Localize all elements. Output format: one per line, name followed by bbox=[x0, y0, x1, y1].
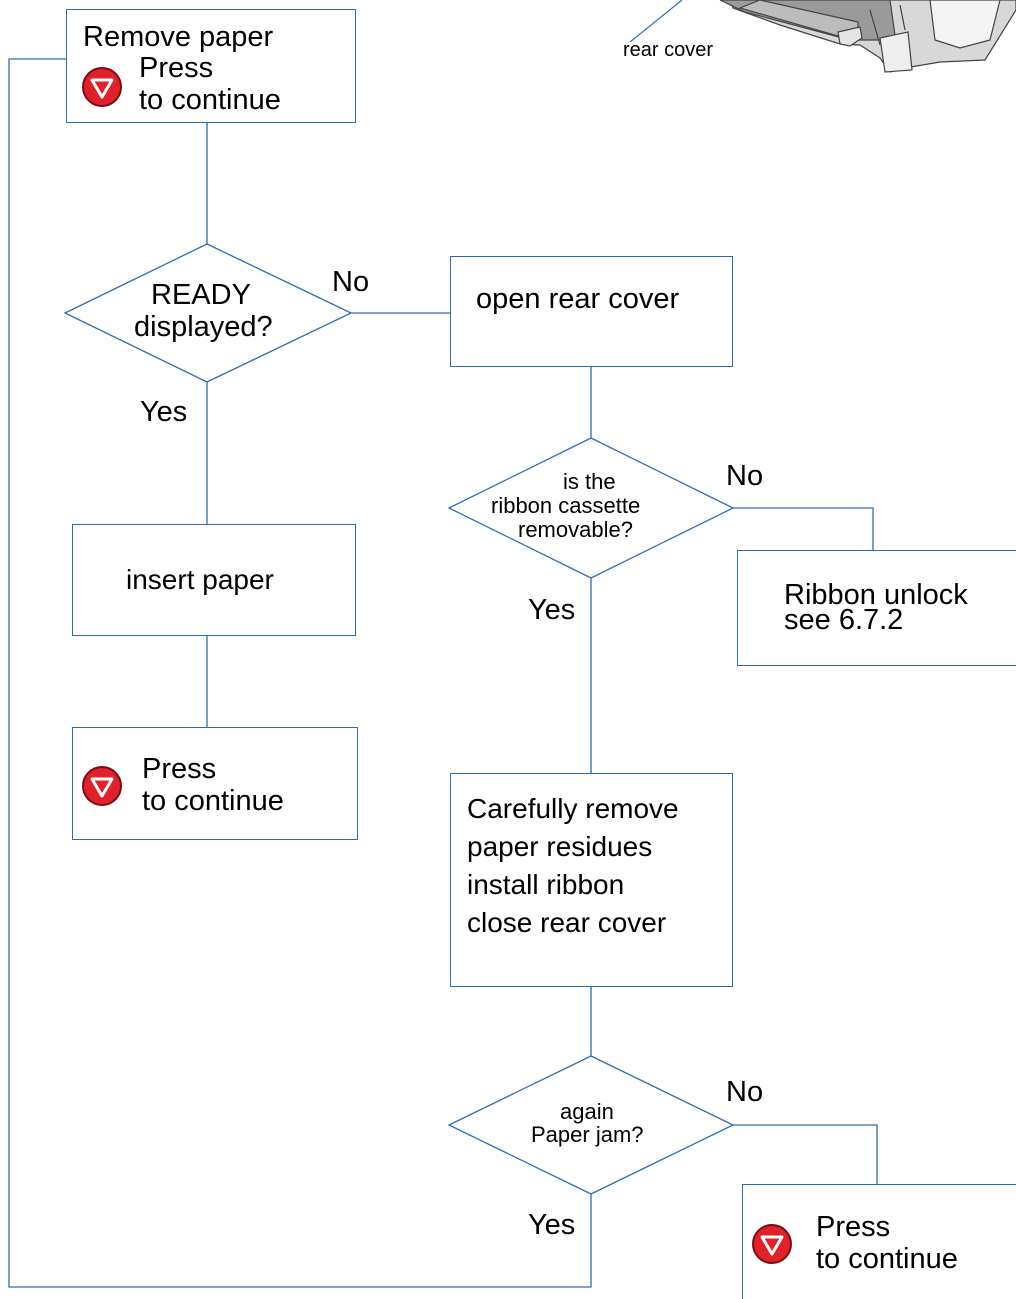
ready-decision-shape bbox=[63, 243, 353, 383]
ribbon-yes-label: Yes bbox=[528, 594, 576, 626]
remove-paper-press: Press bbox=[139, 52, 214, 84]
ribbon-decision-line3: removable? bbox=[518, 517, 633, 542]
press-continue-left-node: Press to continue bbox=[72, 727, 358, 840]
ready-yes-label: Yes bbox=[140, 396, 188, 428]
edge-jam-yes-loop bbox=[8, 58, 592, 1288]
jam-decision-shape bbox=[447, 1055, 735, 1195]
remove-paper-title: Remove paper bbox=[83, 21, 274, 53]
rear-cover-label: rear cover bbox=[623, 39, 714, 61]
jam-decision-line2: Paper jam? bbox=[531, 1122, 644, 1147]
press-continue-left-press: Press bbox=[142, 753, 217, 785]
remove-paper-node: Remove paper Press to continue bbox=[66, 9, 356, 123]
continue-button-icon bbox=[82, 766, 122, 806]
remove-paper-continue: to continue bbox=[139, 84, 281, 116]
jam-yes-label: Yes bbox=[528, 1209, 576, 1241]
continue-button-icon bbox=[82, 67, 122, 107]
ribbon-unlock-node: Ribbon unlock see 6.7.2 bbox=[737, 550, 1016, 666]
open-rear-cover-node: open rear cover bbox=[450, 256, 733, 367]
jam-decision-line1: again bbox=[560, 1099, 614, 1124]
insert-paper-node: insert paper bbox=[72, 524, 356, 636]
continue-button-icon bbox=[752, 1224, 792, 1264]
edge-ribbon-no bbox=[733, 507, 874, 550]
press-continue-right-node: Press to continue bbox=[742, 1184, 1016, 1299]
ribbon-unlock-line2: see 6.7.2 bbox=[784, 604, 904, 636]
ribbon-no-label: No bbox=[726, 460, 764, 492]
remove-residues-node: Carefully remove paper residues install … bbox=[450, 773, 733, 987]
press-continue-right-continue: to continue bbox=[816, 1243, 958, 1275]
ready-decision-line1: READY bbox=[151, 279, 251, 311]
remove-residues-line1: Carefully remove bbox=[467, 793, 679, 824]
remove-residues-line2: paper residues bbox=[467, 831, 653, 862]
remove-residues-line3: install ribbon bbox=[467, 869, 625, 900]
printer-rear-cover-illustration bbox=[719, 0, 1016, 73]
ready-no-label: No bbox=[332, 266, 370, 298]
insert-paper-label: insert paper bbox=[126, 564, 274, 595]
ribbon-decision-shape bbox=[447, 437, 735, 579]
ready-decision-line2: displayed? bbox=[134, 311, 273, 343]
press-continue-left-continue: to continue bbox=[142, 785, 284, 817]
edge-jam-no bbox=[733, 1124, 878, 1184]
ribbon-unlock-line1: Ribbon unlock bbox=[784, 579, 968, 611]
ribbon-decision-line1: is the bbox=[563, 469, 616, 494]
jam-no-label: No bbox=[726, 1076, 764, 1108]
ribbon-decision-line2: ribbon cassette bbox=[491, 493, 641, 518]
rear-cover-pointer bbox=[629, 0, 683, 43]
remove-residues-line4: close rear cover bbox=[467, 907, 667, 938]
open-rear-cover-label: open rear cover bbox=[476, 283, 680, 315]
press-continue-right-press: Press bbox=[816, 1211, 891, 1243]
